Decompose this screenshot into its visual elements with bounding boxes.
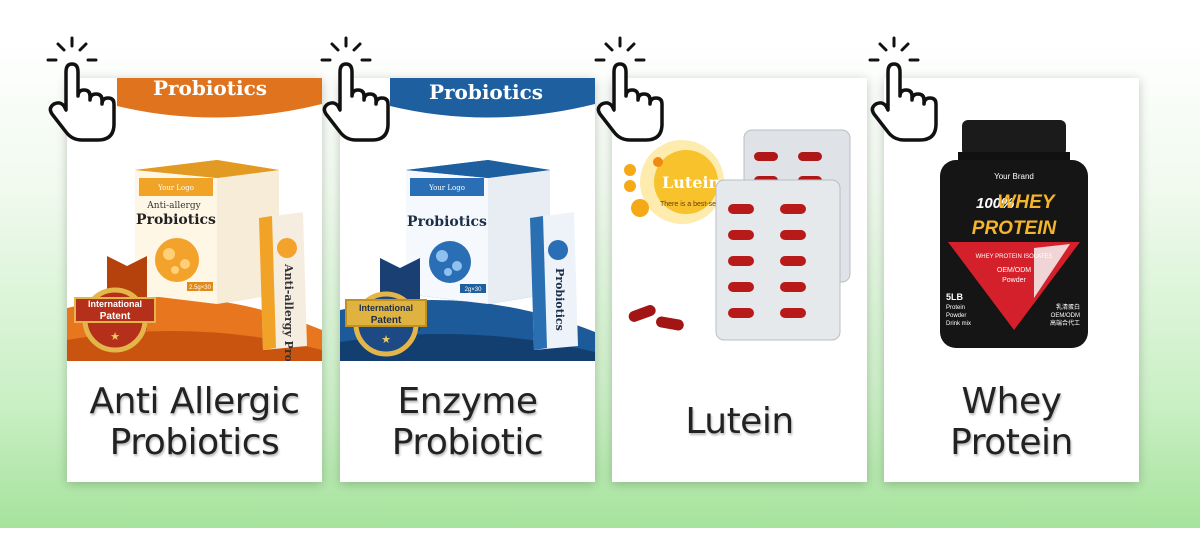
international-patent-badge: International Patent ★ xyxy=(74,256,156,353)
svg-text:2.5g×30: 2.5g×30 xyxy=(189,285,212,291)
svg-text:5LB: 5LB xyxy=(946,292,964,302)
svg-text:Anti-allergy Probiotics: Anti-allergy Probiotics xyxy=(282,263,295,361)
svg-text:Probiotics: Probiotics xyxy=(407,214,487,230)
product-card-anti-allergic-probiotics[interactable]: Probiotics Your Logo Anti-allergy Probio… xyxy=(67,78,322,482)
svg-text:Protein: Protein xyxy=(946,305,965,311)
svg-text:International: International xyxy=(88,299,142,309)
pointer-hand-icon xyxy=(46,36,116,142)
svg-text:Probiotics: Probiotics xyxy=(429,80,543,104)
svg-text:Patent: Patent xyxy=(100,311,131,322)
svg-text:WHEY PROTEIN ISOLATES: WHEY PROTEIN ISOLATES xyxy=(976,254,1053,260)
svg-text:Anti-allergy: Anti-allergy xyxy=(146,201,201,211)
svg-text:Probiotics: Probiotics xyxy=(136,212,216,228)
product-card-enzyme-probiotic[interactable]: Probiotics Your Logo Probiotics 2g×30 Pr… xyxy=(340,78,595,482)
product-name: Lutein xyxy=(685,401,794,442)
pointer-hand-icon xyxy=(868,36,938,142)
svg-text:Powder: Powder xyxy=(1002,277,1026,284)
svg-text:OEM/ODM: OEM/ODM xyxy=(997,267,1031,274)
svg-text:2g×30: 2g×30 xyxy=(465,287,483,293)
product-image: Your Brand 100% WHEY PROTEIN WHEY PROTEI… xyxy=(884,78,1139,361)
svg-text:Your Brand: Your Brand xyxy=(994,172,1034,181)
product-image: Probiotics Your Logo Anti-allergy Probio… xyxy=(67,78,322,361)
svg-text:Your Logo: Your Logo xyxy=(428,184,465,192)
svg-text:Patent: Patent xyxy=(371,315,402,326)
pointer-hand-icon xyxy=(320,36,390,142)
svg-text:Your Logo: Your Logo xyxy=(157,184,194,192)
svg-text:★: ★ xyxy=(110,331,120,343)
svg-text:Drink mix: Drink mix xyxy=(946,321,971,327)
svg-text:International: International xyxy=(359,303,413,313)
svg-text:★: ★ xyxy=(381,334,391,346)
svg-text:There is a best-se: There is a best-se xyxy=(660,201,716,208)
svg-text:100%: 100% xyxy=(976,195,1014,212)
svg-text:OEM/ODM: OEM/ODM xyxy=(1051,313,1080,319)
pointer-hand-icon xyxy=(594,36,664,142)
svg-text:Probiotics: Probiotics xyxy=(553,268,566,331)
banner-text: Probiotics xyxy=(153,78,267,100)
svg-text:Lutein: Lutein xyxy=(662,173,721,192)
svg-text:高端合代工: 高端合代工 xyxy=(1050,319,1080,327)
product-card-whey-protein[interactable]: Your Brand 100% WHEY PROTEIN WHEY PROTEI… xyxy=(884,78,1139,482)
product-image: Lutein There is a best-se xyxy=(612,78,867,361)
svg-text:乳清蛋白: 乳清蛋白 xyxy=(1056,303,1080,311)
product-card-lutein[interactable]: Lutein There is a best-se Lutein xyxy=(612,78,867,482)
svg-text:PROTEIN: PROTEIN xyxy=(972,218,1058,239)
svg-text:WHEY: WHEY xyxy=(998,192,1057,213)
svg-text:Powder: Powder xyxy=(946,313,966,319)
